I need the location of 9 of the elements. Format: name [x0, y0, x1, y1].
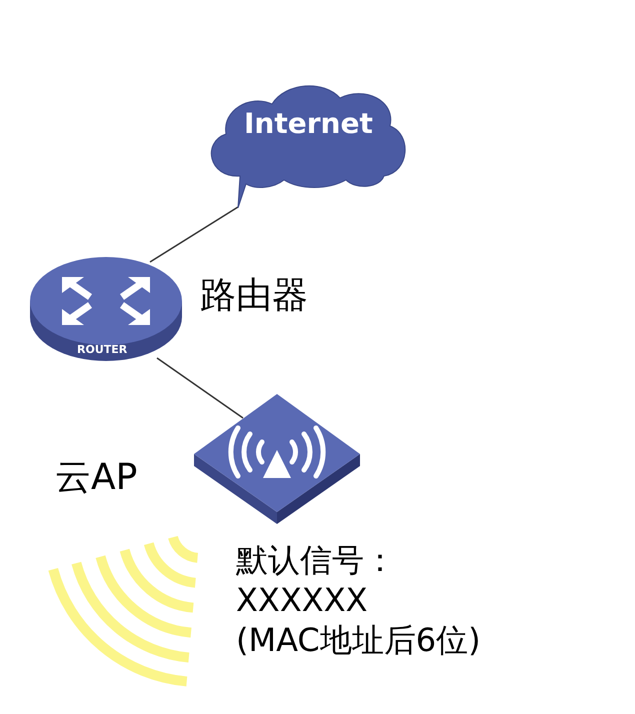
signal-note: 默认信号： — [236, 540, 397, 580]
router-label: ROUTER — [77, 344, 128, 355]
device-caption: 路由器 — [200, 278, 308, 314]
device-caption: 云AP — [55, 460, 138, 496]
cloud-label: Internet — [244, 110, 373, 138]
connector-line — [156, 357, 244, 419]
signal-note: (MAC地址后6位) — [236, 620, 481, 660]
signal-note: XXXXXX — [236, 580, 369, 620]
connector-line — [150, 206, 238, 263]
